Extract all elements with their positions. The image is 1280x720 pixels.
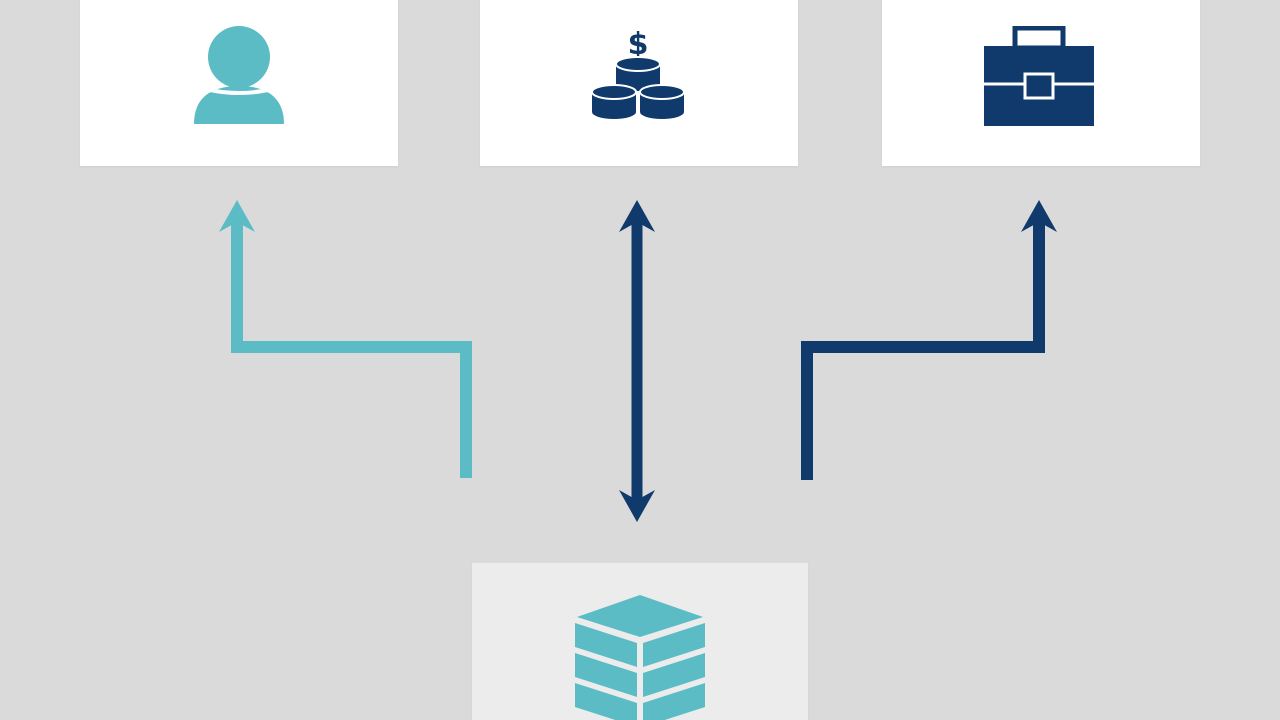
arrow-database-money-bidirectional xyxy=(619,200,655,522)
user-icon xyxy=(194,26,284,124)
arrow-database-to-business xyxy=(801,200,1057,480)
svg-text:$: $ xyxy=(628,27,649,62)
arrow-line-navy-elbow xyxy=(801,222,1045,480)
node-business xyxy=(882,0,1200,166)
arrowhead-up-teal xyxy=(219,200,255,232)
node-user xyxy=(80,0,398,166)
arrowhead-up-navy-business xyxy=(1021,200,1057,232)
node-money: $ xyxy=(480,0,798,166)
database-layers-icon xyxy=(575,595,705,720)
briefcase-icon xyxy=(984,26,1094,126)
arrowhead-down-navy xyxy=(619,490,655,522)
arrowhead-up-navy xyxy=(619,200,655,232)
node-database xyxy=(472,563,808,720)
coin-stack-dollar-icon: $ xyxy=(591,27,685,119)
arrow-line-teal xyxy=(231,222,472,478)
arrow-database-to-user xyxy=(219,200,472,478)
